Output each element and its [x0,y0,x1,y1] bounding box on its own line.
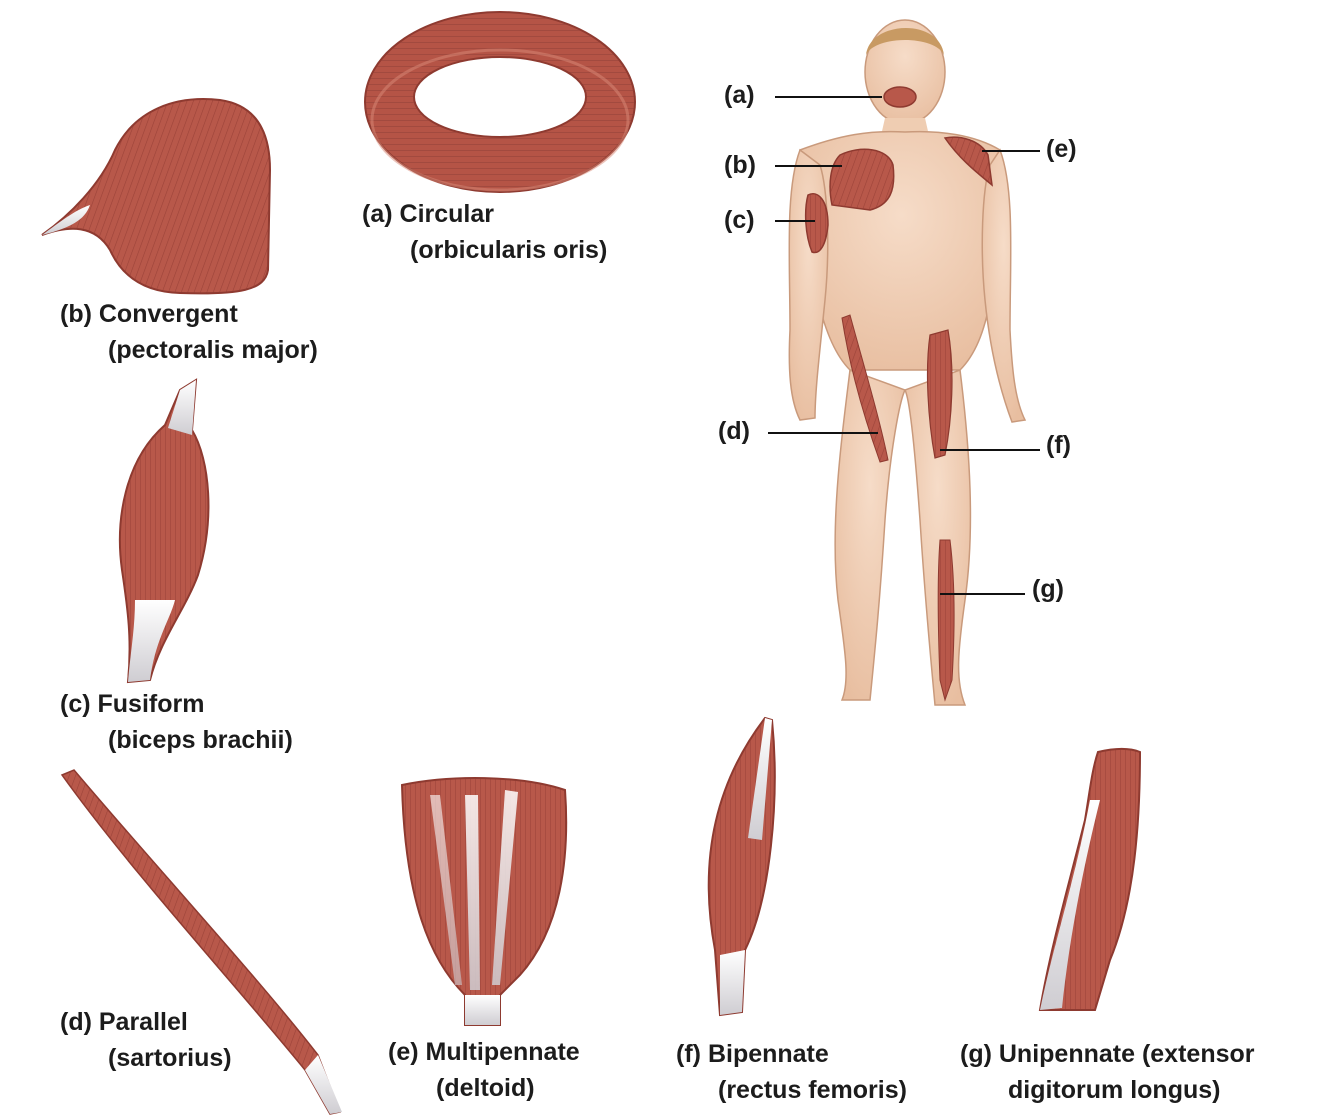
caption-bipennate: (f) Bipennate (rectus femoris) [676,1036,907,1108]
caption-muscle-name-part2: digitorum longus) [1008,1072,1255,1108]
caption-tag: (b) [60,300,92,328]
caption-fusiform: (c) Fusiform (biceps brachii) [60,686,293,758]
caption-parallel-title: (d) Parallel [60,1008,188,1036]
caption-tag: (f) [676,1040,701,1068]
convergent-muscle-drawing [42,99,270,293]
caption-convergent: (b) Convergent (pectoralis major) [60,296,318,368]
caption-tag: (g) [960,1040,992,1068]
caption-type: Bipennate [708,1040,829,1068]
caption-muscle-name: (deltoid) [436,1070,580,1106]
caption-muscle-name: (rectus femoris) [718,1072,907,1108]
multipennate-muscle-drawing [402,778,566,1025]
caption-convergent-title: (b) Convergent [60,300,238,328]
caption-type: Parallel [99,1008,188,1036]
caption-circular-title: (a) Circular [362,200,494,228]
caption-muscle-name: (biceps brachii) [108,722,293,758]
fusiform-muscle-drawing [120,380,209,682]
bipennate-muscle-drawing [709,718,775,1015]
caption-tag: (d) [60,1008,92,1036]
caption-tag: (e) [388,1038,419,1066]
caption-type: Multipennate [426,1038,580,1066]
caption-muscle-name: (orbicularis oris) [410,232,607,268]
caption-tag: (c) [60,690,91,718]
figure-label-d: (d) [718,416,750,446]
caption-muscle-name: (sartorius) [108,1040,232,1076]
unipennate-muscle-drawing [1040,749,1140,1010]
caption-bipennate-title: (f) Bipennate [676,1040,829,1068]
caption-type: Unipennate [999,1040,1135,1068]
caption-multipennate-title: (e) Multipennate [388,1038,580,1066]
caption-type: Fusiform [98,690,205,718]
caption-unipennate: (g) Unipennate (extensor digitorum longu… [960,1036,1255,1108]
caption-circular: (a) Circular (orbicularis oris) [362,196,607,268]
caption-multipennate: (e) Multipennate (deltoid) [388,1034,580,1106]
caption-tag: (a) [362,200,393,228]
figure-label-b: (b) [724,150,756,180]
figure-label-e: (e) [1046,134,1077,164]
caption-muscle-name: (pectoralis major) [108,332,318,368]
human-body-figure [789,20,1025,705]
caption-type: Circular [400,200,494,228]
caption-unipennate-title: (g) Unipennate [960,1040,1135,1068]
figure-label-c: (c) [724,205,755,235]
caption-fusiform-title: (c) Fusiform [60,690,204,718]
figure-label-a: (a) [724,80,755,110]
figure-label-f: (f) [1046,430,1071,460]
circular-muscle-drawing [365,12,635,192]
figure-label-g: (g) [1032,574,1064,604]
caption-type: Convergent [99,300,238,328]
caption-muscle-name-part1: (extensor [1142,1040,1255,1068]
caption-parallel: (d) Parallel (sartorius) [60,1004,232,1076]
